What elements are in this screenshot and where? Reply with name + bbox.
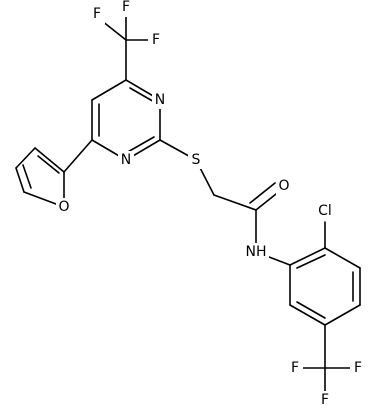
- atom-s: S: [188, 151, 204, 169]
- atom-labels: F F F N N O S O: [56, 0, 366, 409]
- svg-text:F: F: [93, 6, 101, 22]
- bond-furan-c5-c4: [15, 167, 25, 193]
- atom-f-bottom-right: F: [350, 359, 366, 377]
- bonds: [15, 9, 361, 395]
- svg-text:F: F: [321, 392, 329, 408]
- svg-text:F: F: [291, 360, 299, 376]
- svg-text:F: F: [122, 0, 130, 15]
- bond-c4-furanc2: [63, 139, 93, 173]
- svg-text:F: F: [354, 360, 362, 376]
- bond-ar2-ar3: [324, 247, 361, 269]
- svg-text:Cl: Cl: [318, 203, 332, 219]
- svg-text:S: S: [192, 152, 201, 168]
- bond-c5-c6: [91, 79, 127, 101]
- atom-n3: N: [118, 151, 134, 169]
- atom-furan-o: O: [56, 198, 72, 216]
- bond-ar1-ar2-inner: [296, 254, 326, 269]
- atom-nh: NH: [243, 243, 269, 261]
- svg-text:N: N: [121, 152, 131, 168]
- svg-text:F: F: [152, 32, 160, 48]
- atom-f-bottom-left: F: [287, 359, 303, 377]
- atom-f-bottom-down: F: [317, 391, 333, 409]
- bond-ar1-ar2: [289, 247, 326, 266]
- svg-text:NH: NH: [246, 244, 267, 260]
- bond-c2-n3-inner: [125, 136, 155, 154]
- atom-f-top-up: F: [118, 0, 134, 17]
- bond-ar4-ar5: [324, 304, 361, 326]
- atom-cl: Cl: [315, 202, 335, 220]
- atom-f-top-left: F: [89, 6, 105, 24]
- bond-ar5-ar6: [289, 304, 326, 326]
- atom-f-top-right: F: [148, 31, 164, 49]
- svg-text:O: O: [58, 199, 69, 215]
- bond-furan-c4-c3: [15, 147, 36, 169]
- svg-text:N: N: [155, 92, 165, 108]
- bond-ch2-co: [213, 194, 257, 211]
- bond-c6-n1-inner: [129, 87, 157, 104]
- svg-text:O: O: [278, 178, 289, 194]
- bond-furan-c3-c2: [34, 147, 65, 173]
- bond-furan-c5-c4-inner: [22, 164, 32, 189]
- bond-c-o-2: [249, 182, 276, 204]
- atom-carbonyl-o: O: [276, 177, 292, 195]
- bond-furan-c3-c2-inner: [37, 155, 60, 174]
- bond-ar5-ar6-inner: [296, 301, 326, 319]
- atom-n1: N: [152, 91, 168, 109]
